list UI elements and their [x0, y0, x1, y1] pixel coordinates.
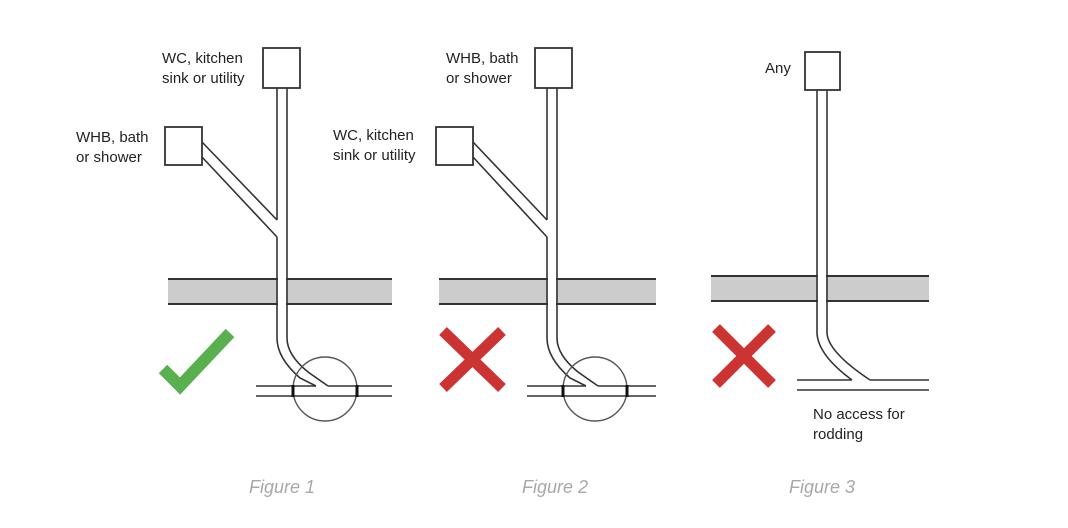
access-chamber	[292, 356, 358, 422]
top-appliance-label: Any	[765, 60, 791, 77]
stack-pipe	[816, 90, 871, 381]
figure-3: Any No access for rodding Figure 3	[711, 51, 929, 497]
drain-run	[797, 379, 929, 391]
figure-1: WC, kitchen sink or utility WHB, bath or…	[76, 47, 392, 497]
branch-pipe	[472, 141, 548, 238]
branch-appliance-label: WC, kitchen sink or utility	[333, 127, 418, 164]
appliance-box-top	[534, 47, 573, 89]
access-chamber	[562, 356, 628, 422]
figure-caption: Figure 2	[522, 477, 588, 497]
no-access-note: No access for rodding	[813, 406, 909, 443]
drain-run	[527, 385, 656, 397]
appliance-box-branch	[164, 126, 203, 166]
branch-appliance-label: WHB, bath or shower	[76, 129, 153, 166]
figure-caption: Figure 3	[789, 477, 855, 497]
top-appliance-label: WHB, bath or shower	[446, 50, 523, 87]
drain-run	[256, 385, 392, 397]
stack-pipe	[276, 88, 329, 387]
check-icon	[158, 328, 235, 395]
figure-caption: Figure 1	[249, 477, 315, 497]
branch-pipe	[201, 141, 278, 238]
cross-icon	[439, 327, 506, 392]
stack-pipe	[546, 88, 599, 387]
cross-icon	[712, 324, 776, 388]
appliance-box-top	[804, 51, 841, 91]
appliance-box-branch	[435, 126, 474, 166]
figure-2: WHB, bath or shower WC, kitchen sink or …	[333, 47, 656, 497]
top-appliance-label: WC, kitchen sink or utility	[162, 50, 247, 87]
appliance-box-top	[262, 47, 301, 89]
